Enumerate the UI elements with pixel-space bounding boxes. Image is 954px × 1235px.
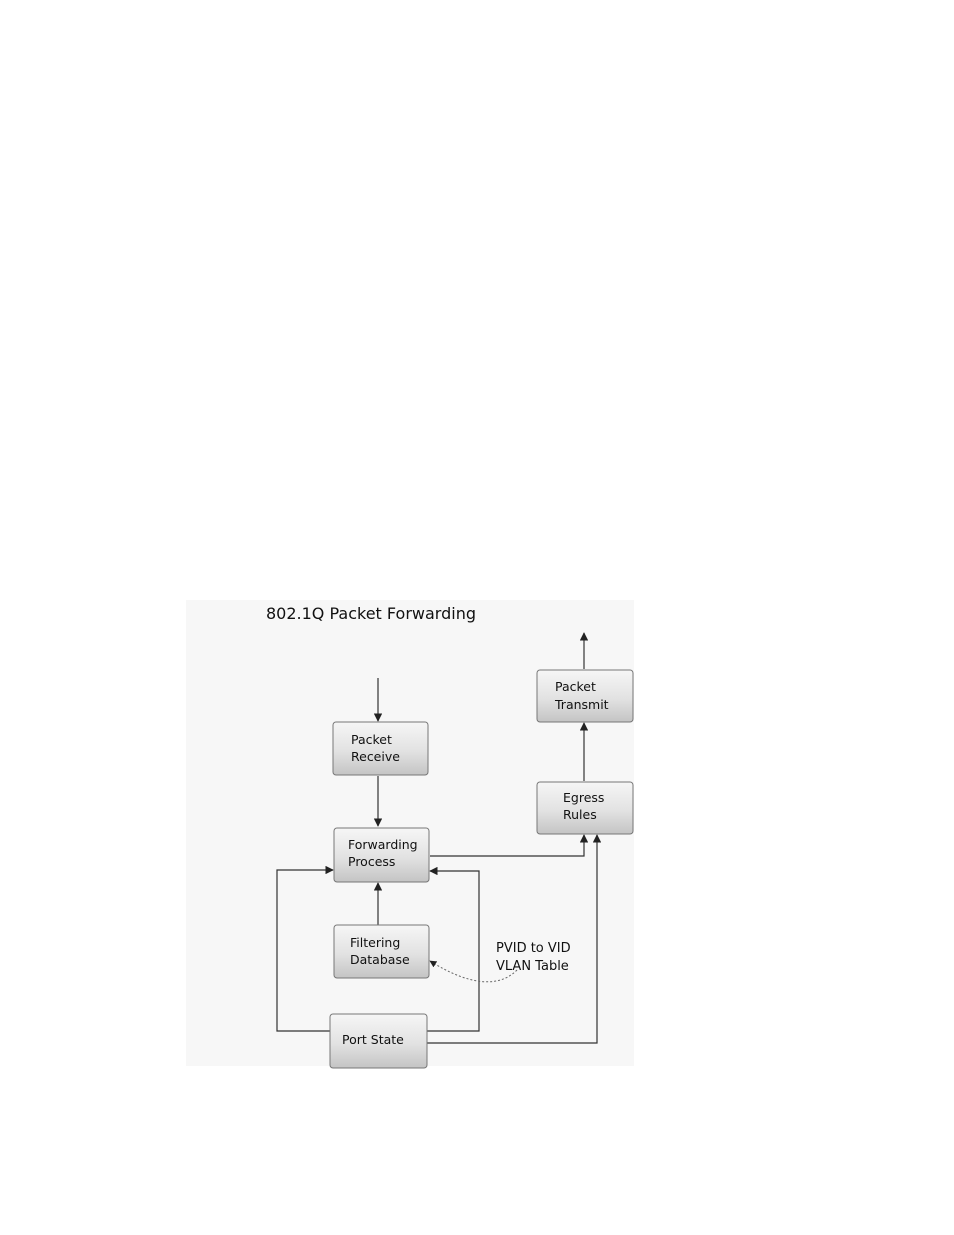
vlan-table-note-line1: PVID to VID: [496, 941, 571, 956]
packet-receive-box: Packet Receive: [333, 722, 428, 775]
packet-transmit-box: Packet Transmit: [537, 670, 633, 722]
egress-rules-box: Egress Rules: [537, 782, 633, 834]
egress-rules-label-line1: Egress: [563, 790, 604, 805]
packet-receive-label-line2: Receive: [351, 749, 400, 764]
egress-rules-label-line2: Rules: [563, 807, 597, 822]
filtering-database-box: Filtering Database: [334, 925, 429, 978]
packet-transmit-label-line2: Transmit: [554, 697, 609, 712]
forwarding-process-label-line1: Forwarding: [348, 837, 418, 852]
port-state-label: Port State: [342, 1032, 404, 1047]
forwarding-process-box: Forwarding Process: [334, 828, 429, 882]
packet-receive-label-line1: Packet: [351, 732, 392, 747]
port-state-box: Port State: [330, 1014, 427, 1068]
vlan-table-note-line2: VLAN Table: [496, 959, 569, 974]
packet-transmit-label-line1: Packet: [555, 679, 596, 694]
forwarding-process-label-line2: Process: [348, 854, 395, 869]
filtering-database-label-line2: Database: [350, 952, 410, 967]
diagram-title: 802.1Q Packet Forwarding: [266, 604, 476, 623]
filtering-database-label-line1: Filtering: [350, 935, 400, 950]
